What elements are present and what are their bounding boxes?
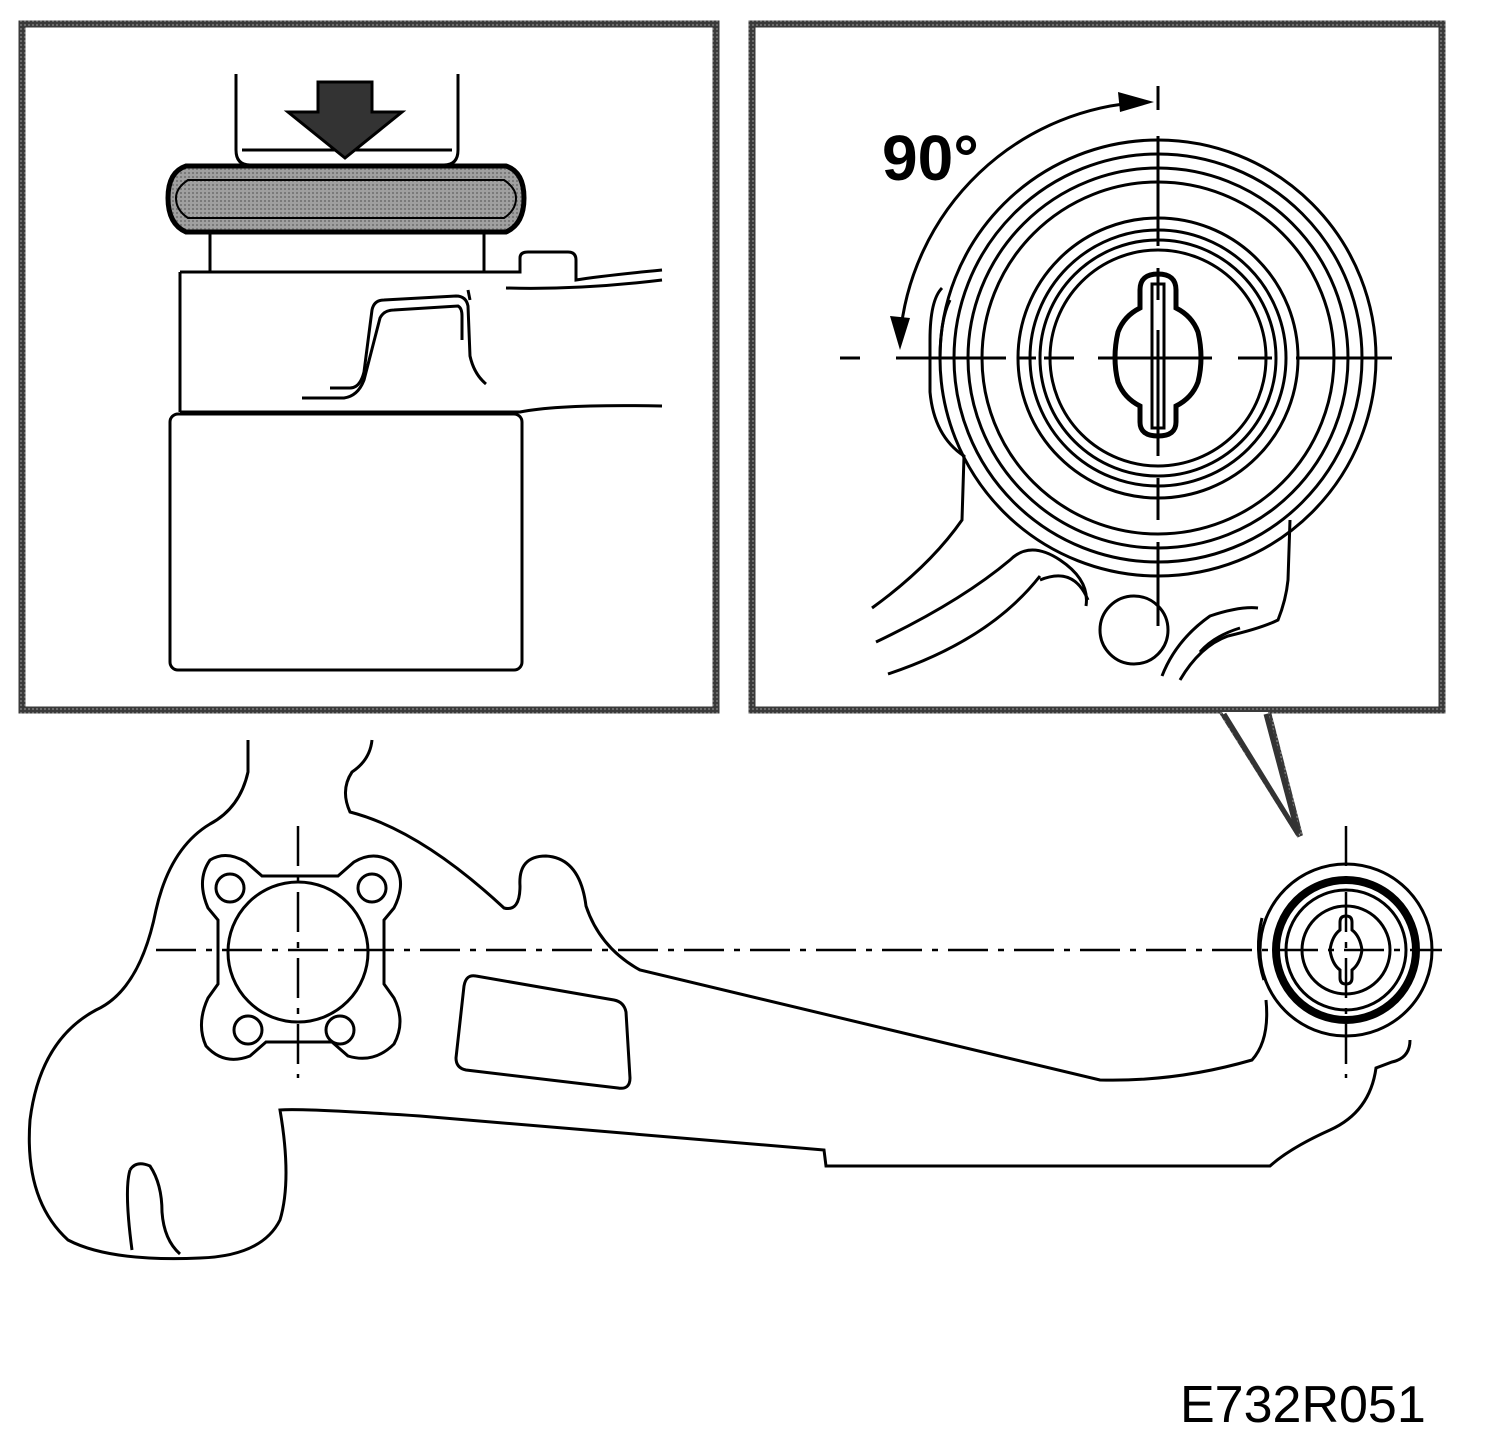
support-block [168, 412, 524, 672]
callout-pointer [1219, 710, 1303, 838]
bolt-hole-top-right [356, 872, 388, 904]
hub-flange [200, 854, 402, 1061]
right-detail-panel: 90° [748, 20, 1446, 714]
bushing-keyhole [1328, 914, 1364, 986]
arm-section [178, 250, 663, 414]
seal-boot [165, 163, 527, 235]
bolt-hole-top-left [214, 872, 246, 904]
bolt-hole-bottom-left [232, 1014, 264, 1046]
control-arm [27, 739, 1412, 1261]
arrowhead-top [1118, 92, 1154, 112]
detail-centerlines [840, 86, 1392, 626]
keyhole-pin [1112, 271, 1204, 439]
left-detail-panel [18, 20, 720, 714]
right-panel-border [748, 20, 1446, 714]
main-centerlines [156, 826, 1442, 1078]
figure-reference-code: E732R051 [1180, 1376, 1426, 1434]
angle-label: 90° [882, 122, 979, 194]
arrowhead-left [890, 316, 910, 350]
left-panel-border [18, 20, 720, 714]
arm-window [454, 974, 632, 1090]
press-arrow [283, 80, 407, 160]
detail-housing [871, 286, 1292, 681]
boot-neck [208, 232, 486, 272]
bolt-hole-bottom-right [324, 1014, 356, 1046]
rotation-arc [890, 92, 1154, 350]
